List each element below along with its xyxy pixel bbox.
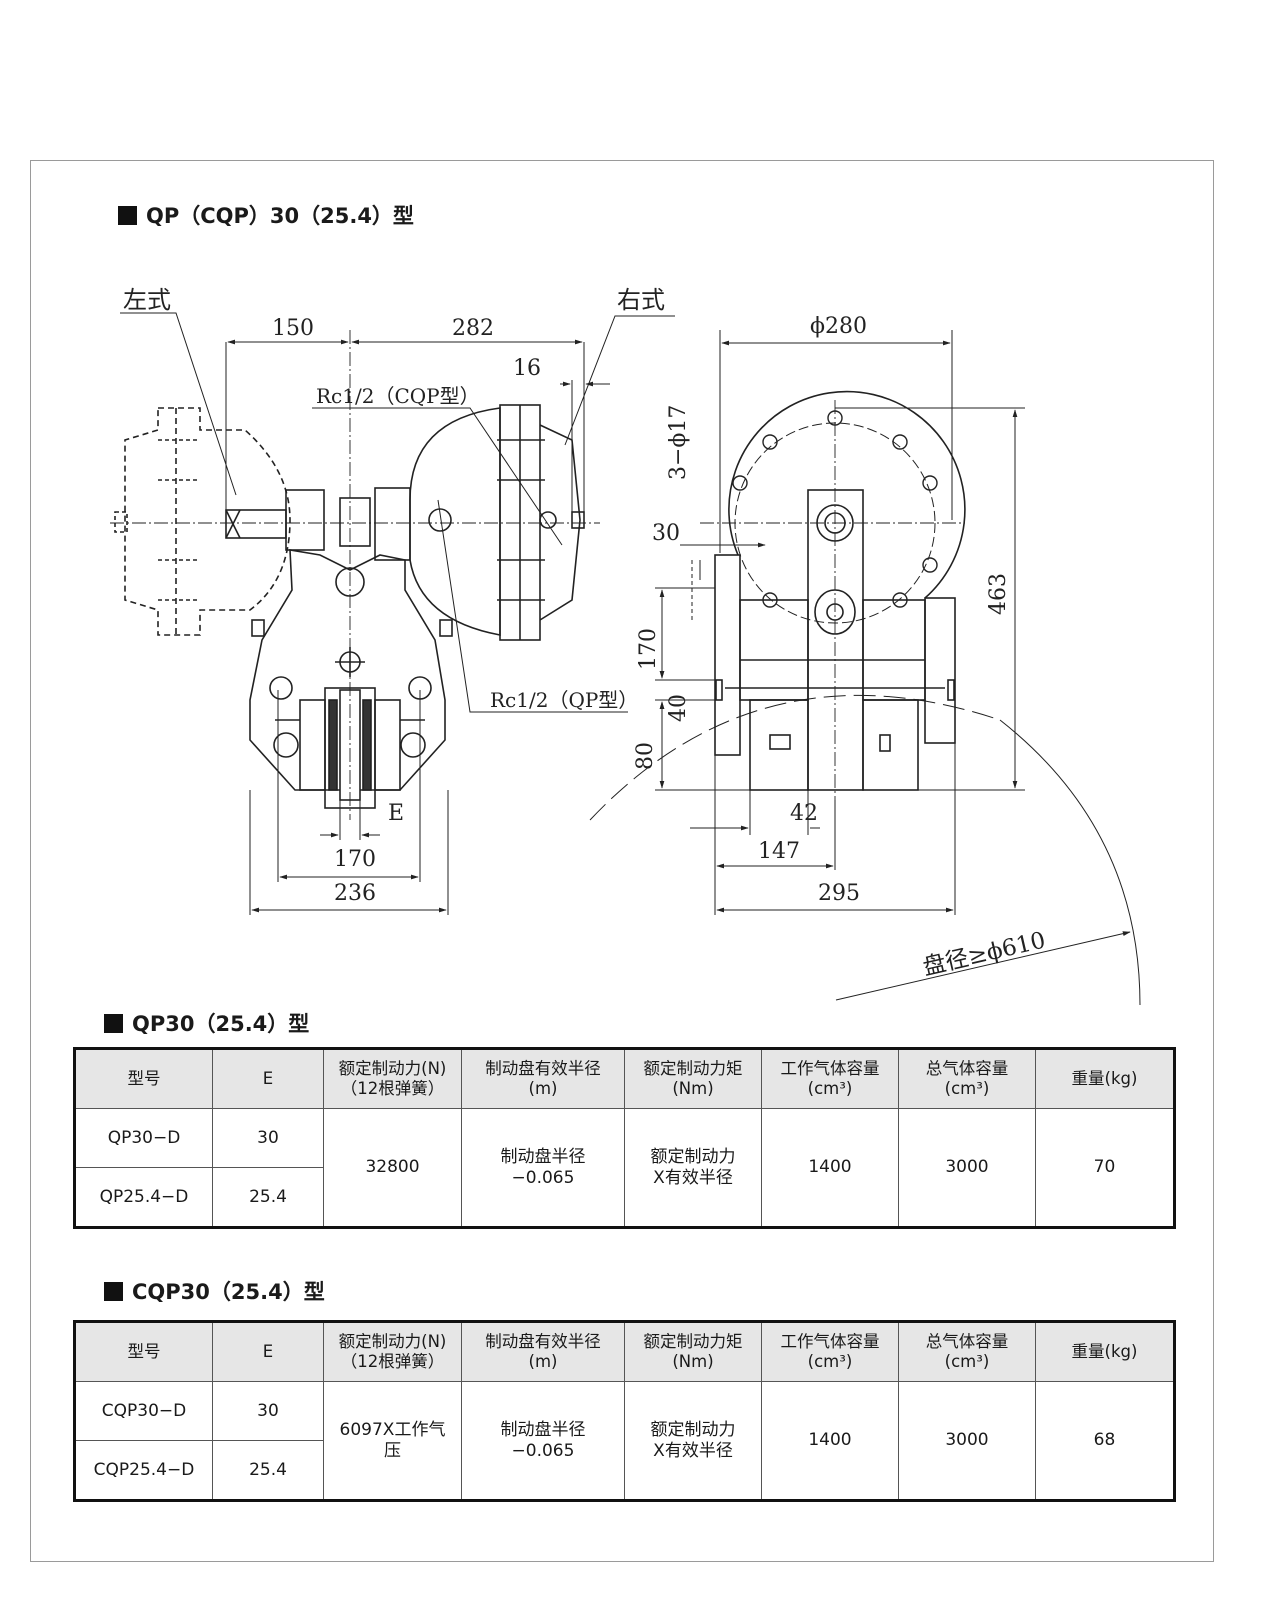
col-weight: 重量(kg) [1035,1321,1175,1382]
dim-e: E [388,801,404,826]
drawing-title: QP（CQP）30（25.4）型 [118,200,414,230]
left-view-labels: 左式 右式 150 282 16 Rc1/2（CQP型） Rc1/2（QP型） … [123,286,665,906]
col-torque: 额定制动力矩(Nm) [624,1321,762,1382]
dim-phi280: ϕ280 [810,314,867,339]
col-total-volume: 总气体容量(cm³) [898,1321,1036,1382]
air-cylinder [409,407,501,636]
col-force: 额定制动力(N)（12根弹簧） [323,1048,462,1109]
col-work-volume: 工作气体容量(cm³) [761,1321,899,1382]
col-model: 型号 [74,1321,213,1382]
cell-total-volume: 3000 [898,1381,1036,1501]
col-total-volume: 总气体容量(cm³) [898,1048,1036,1109]
col-e: E [212,1321,324,1382]
left-view [114,404,585,809]
cell-radius: 制动盘半径−0.065 [461,1381,625,1501]
right-view [714,390,966,791]
cell-weight: 68 [1035,1381,1175,1501]
cell-model: QP25.4−D [74,1167,213,1228]
right-style-label: 右式 [617,286,665,314]
dim-295: 295 [818,881,860,906]
cell-e: 30 [212,1381,324,1441]
left-style-label: 左式 [123,286,171,314]
dim-150: 150 [272,316,314,341]
cell-total-volume: 3000 [898,1108,1036,1228]
cell-e: 25.4 [212,1167,324,1228]
cell-model: CQP30−D [74,1381,213,1441]
qp30-spec-table: 型号 E 额定制动力(N)（12根弹簧） 制动盘有效半径(m) 额定制动力矩(N… [73,1047,1176,1229]
col-radius: 制动盘有效半径(m) [461,1321,625,1382]
right-view-centerlines [700,400,965,800]
left-view-centerlines [110,330,600,820]
disc-diameter-label: 盘径≥ϕ610 [921,927,1049,980]
cell-model: QP30−D [74,1108,213,1168]
dim-30: 30 [652,521,680,546]
dim-holes: 3−ϕ17 [666,405,691,480]
col-radius: 制动盘有效半径(m) [461,1048,625,1109]
dim-463: 463 [986,573,1011,615]
col-torque: 额定制动力矩(Nm) [624,1048,762,1109]
col-model: 型号 [74,1048,213,1109]
cell-work-volume: 1400 [761,1108,899,1228]
cell-weight: 70 [1035,1108,1175,1228]
col-work-volume: 工作气体容量(cm³) [761,1048,899,1109]
technical-drawing: 左式 右式 150 282 16 Rc1/2（CQP型） Rc1/2（QP型） … [110,286,1141,1006]
dim-282: 282 [452,316,494,341]
cell-radius: 制动盘半径−0.065 [461,1108,625,1228]
cqp30-spec-table: 型号 E 额定制动力(N)（12根弹簧） 制动盘有效半径(m) 额定制动力矩(N… [73,1320,1176,1502]
col-e: E [212,1048,324,1109]
left-view-dimensions [120,312,675,915]
table-header-row: 型号 E 额定制动力(N)（12根弹簧） 制动盘有效半径(m) 额定制动力矩(N… [74,1048,1175,1109]
dim-236: 236 [334,881,376,906]
col-force: 额定制动力(N)（12根弹簧） [323,1321,462,1382]
table-row: CQP25.4−D 25.4 [74,1440,1175,1501]
cell-force: 32800 [323,1108,462,1228]
port-cqp-label: Rc1/2（CQP型） [316,384,480,408]
dim-42: 42 [790,801,818,826]
dim-170: 170 [334,847,376,872]
col-weight: 重量(kg) [1035,1048,1175,1109]
cell-e: 30 [212,1108,324,1168]
cell-work-volume: 1400 [761,1381,899,1501]
table-row: QP25.4−D 25.4 [74,1167,1175,1228]
dim-v40: 40 [666,694,691,722]
table2-heading: CQP30（25.4）型 [104,1276,325,1306]
cell-e: 25.4 [212,1440,324,1501]
dim-16: 16 [513,356,541,381]
bullet-square-icon [118,205,137,225]
dim-v80: 80 [633,742,658,770]
dim-v170: 170 [636,628,661,670]
table-header-row: 型号 E 额定制动力(N)（12根弹簧） 制动盘有效半径(m) 额定制动力矩(N… [74,1321,1175,1382]
port-qp-label: Rc1/2（QP型） [490,688,638,712]
bullet-square-icon [104,1281,123,1301]
right-view-dimensions [589,330,1141,1006]
caliper-body [249,549,446,791]
dim-147: 147 [758,839,800,864]
table1-heading: QP30（25.4）型 [104,1008,309,1038]
left-style-outline [124,407,291,636]
cell-model: CQP25.4−D [74,1440,213,1501]
page-frame [30,160,1214,1562]
bullet-square-icon [104,1013,123,1033]
cell-force: 6097X工作气压 [323,1381,462,1501]
